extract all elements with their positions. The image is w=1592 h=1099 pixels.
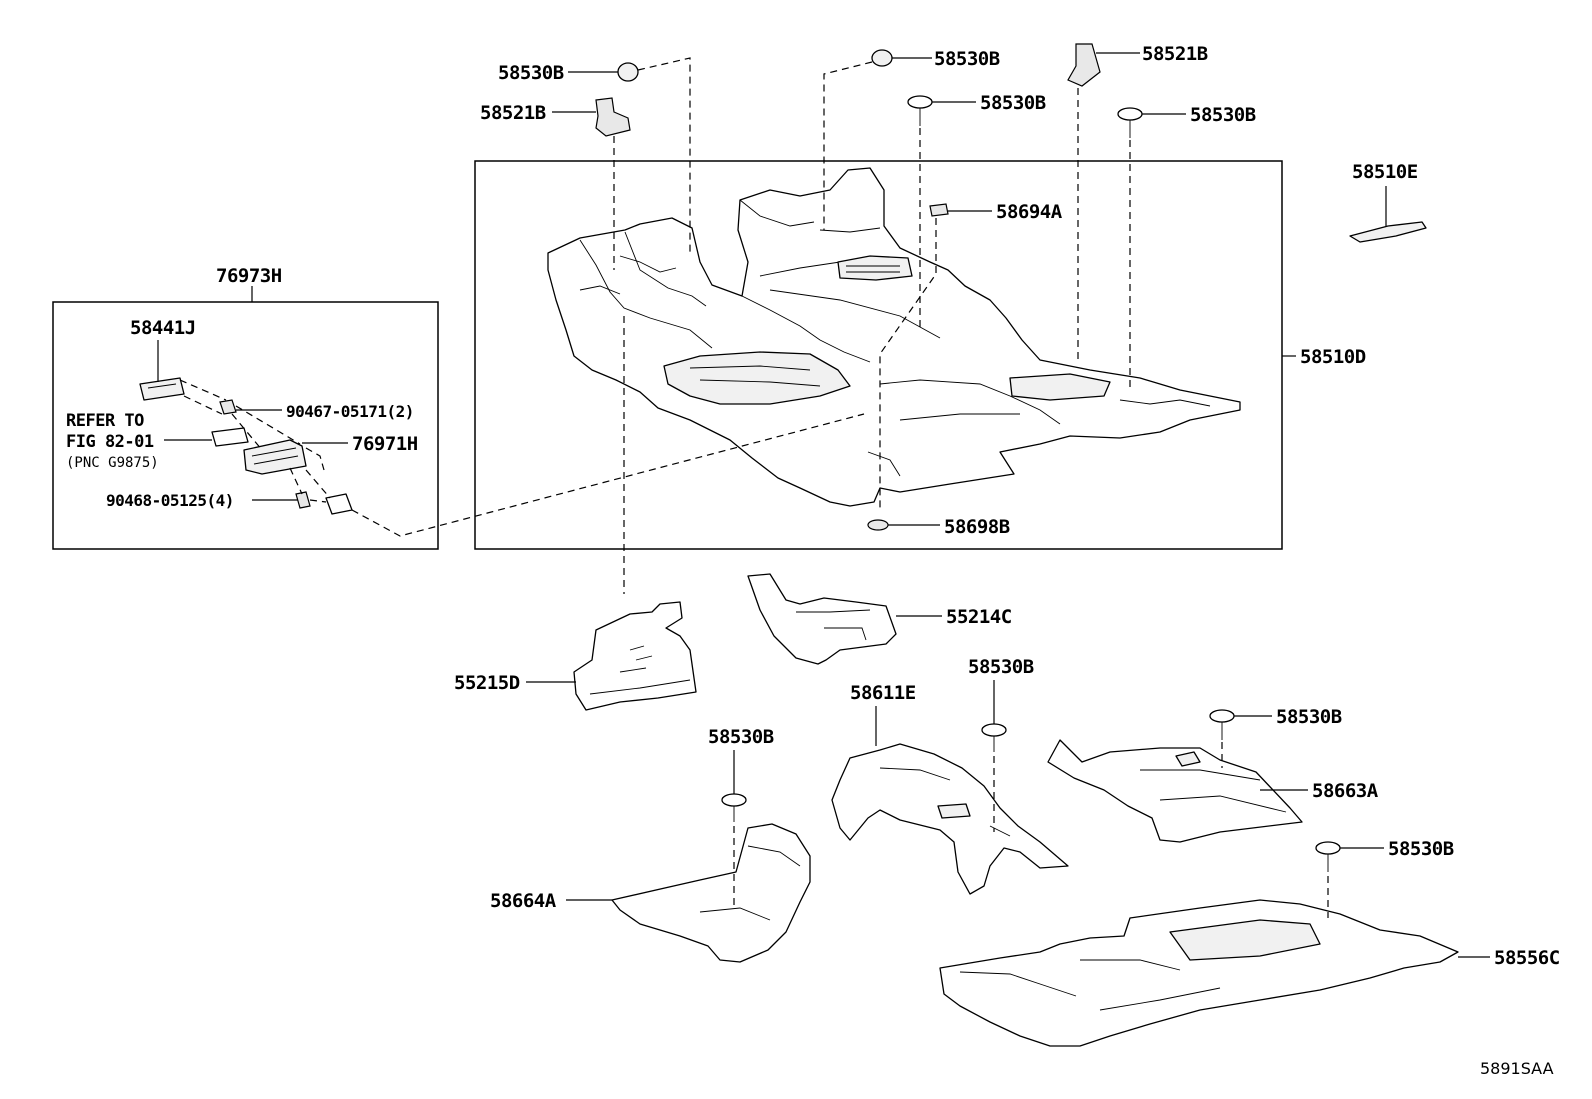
label-58556c: 58556C bbox=[1494, 947, 1560, 969]
sub-assembly-frame bbox=[52, 301, 439, 550]
label-55215d: 55215D bbox=[454, 672, 520, 694]
part-55215d bbox=[526, 601, 697, 711]
grommet-58530b-c bbox=[907, 95, 933, 109]
top-fasteners bbox=[552, 43, 1186, 594]
label-refer-pnc: (PNC G9875) bbox=[66, 455, 159, 471]
part-58510e bbox=[1349, 186, 1427, 243]
label-58510e: 58510E bbox=[1352, 161, 1418, 183]
label-90468-05125: 90468-05125(4) bbox=[106, 491, 234, 510]
label-58530b-e: 58530B bbox=[968, 656, 1034, 678]
part-58663a bbox=[1047, 739, 1308, 843]
label-58530b-b: 58530B bbox=[934, 48, 1000, 70]
part-55214c bbox=[747, 573, 942, 665]
label-58510d: 58510D bbox=[1300, 346, 1366, 368]
refer-part bbox=[211, 427, 249, 447]
clip-58521b-a bbox=[595, 97, 631, 137]
part-58556c bbox=[939, 899, 1490, 1047]
sub-assembly-76973h bbox=[139, 377, 865, 537]
grommet-58530b-a bbox=[617, 62, 639, 82]
part-58441j bbox=[139, 377, 185, 401]
grommet-58530b-f bbox=[1209, 709, 1272, 768]
grommet-58530b-e bbox=[981, 680, 1007, 832]
grommet-58530b-g bbox=[721, 750, 747, 906]
part-58664a bbox=[566, 823, 811, 963]
clip-58698b bbox=[867, 519, 889, 531]
label-58664a: 58664A bbox=[490, 890, 557, 912]
part-58611e bbox=[831, 706, 1069, 895]
label-58530b-g: 58530B bbox=[708, 726, 774, 748]
label-58521b-a: 58521B bbox=[480, 102, 546, 124]
clip-58694a bbox=[929, 203, 949, 217]
label-58694a: 58694A bbox=[996, 201, 1063, 223]
clip-58521b-b bbox=[1067, 43, 1101, 87]
label-76973h: 76973H bbox=[216, 265, 282, 287]
label-58530b-h: 58530B bbox=[1388, 838, 1454, 860]
main-carpet-frame bbox=[474, 160, 1283, 550]
label-refer-fig: FIG 82-01 bbox=[66, 432, 154, 452]
label-58611e: 58611E bbox=[850, 682, 916, 704]
label-refer-to: REFER TO bbox=[66, 411, 144, 431]
clip-90468 bbox=[295, 491, 311, 509]
label-76971h: 76971H bbox=[352, 433, 418, 455]
grommet-58530b-h bbox=[1315, 841, 1384, 918]
label-58663a: 58663A bbox=[1312, 780, 1379, 802]
label-58441j: 58441J bbox=[130, 317, 196, 339]
part-76971h bbox=[243, 439, 307, 475]
label-55214c: 55214C bbox=[946, 606, 1012, 628]
grommet-58530b-b bbox=[871, 49, 893, 67]
figure-code: 5891SAA bbox=[1480, 1059, 1554, 1078]
grommet-58530b-d bbox=[1117, 107, 1143, 121]
floor-carpet-58510d bbox=[547, 167, 1241, 507]
label-58521b-b: 58521B bbox=[1142, 43, 1208, 65]
label-58698b: 58698B bbox=[944, 516, 1010, 538]
clip-90467 bbox=[219, 399, 237, 415]
label-58530b-a: 58530B bbox=[498, 62, 564, 84]
label-58530b-c: 58530B bbox=[980, 92, 1046, 114]
label-58530b-f: 58530B bbox=[1276, 706, 1342, 728]
label-90467-05171: 90467-05171(2) bbox=[286, 402, 414, 421]
label-58530b-d: 58530B bbox=[1190, 104, 1256, 126]
